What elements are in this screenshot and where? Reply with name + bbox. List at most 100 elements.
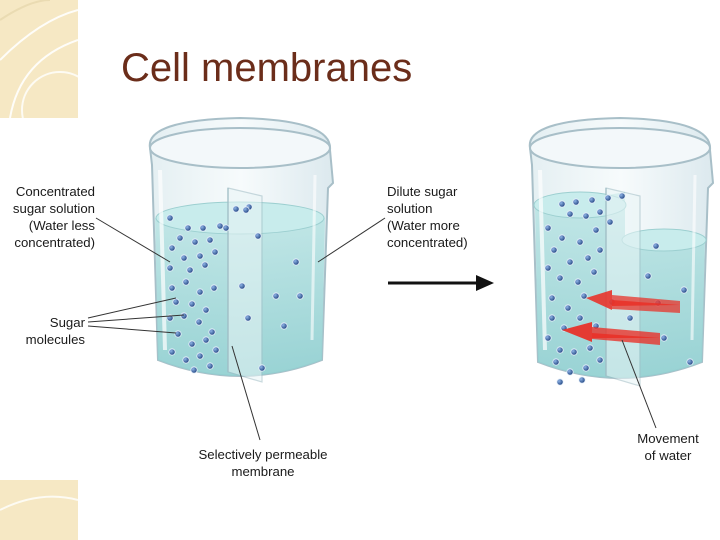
sugar-molecule	[208, 328, 216, 336]
sugar-molecule	[686, 358, 694, 366]
sugar-molecule	[582, 364, 590, 372]
sugar-molecule	[242, 206, 250, 214]
sugar-molecule	[572, 198, 580, 206]
sugar-molecule	[566, 210, 574, 218]
sugar-molecule	[188, 340, 196, 348]
slide-title: Cell membranes	[121, 46, 413, 90]
sugar-molecule	[258, 364, 266, 372]
beaker-left	[148, 116, 335, 383]
sugar-molecule	[582, 212, 590, 220]
sugar-molecule	[199, 224, 207, 232]
sugar-molecule	[558, 234, 566, 242]
sugar-molecule	[196, 252, 204, 260]
sugar-molecule	[206, 362, 214, 370]
sugar-molecule	[556, 378, 564, 386]
sugar-molecule	[652, 242, 660, 250]
sugar-molecule	[292, 258, 300, 266]
sugar-molecule	[174, 330, 182, 338]
sugar-molecule	[566, 368, 574, 376]
sugar-molecule	[558, 200, 566, 208]
sugar-molecule	[550, 246, 558, 254]
process-arrow	[388, 275, 494, 291]
sugar-molecule	[618, 192, 626, 200]
sugar-molecule	[584, 254, 592, 262]
sugar-molecule	[590, 268, 598, 276]
sugar-molecule	[604, 194, 612, 202]
sugar-molecule	[596, 246, 604, 254]
sugar-molecule	[190, 366, 198, 374]
sugar-molecule	[168, 284, 176, 292]
sugar-molecule	[202, 306, 210, 314]
sugar-molecule	[556, 346, 564, 354]
sugar-molecule	[576, 314, 584, 322]
sugar-molecule	[574, 278, 582, 286]
water-movement-arrows	[562, 290, 680, 345]
label-membrane: Selectively permeable membrane	[198, 447, 328, 479]
sugar-molecule	[548, 314, 556, 322]
sugar-molecule	[626, 314, 634, 322]
sugar-molecule	[644, 272, 652, 280]
sugar-molecule	[272, 292, 280, 300]
label-sugar-molecules: Sugar molecules	[25, 315, 85, 347]
label-concentrated-solution: Concentrated sugar solution (Water less …	[12, 184, 95, 250]
sugar-molecule	[244, 314, 252, 322]
sugar-molecule	[606, 218, 614, 226]
sugar-molecules	[166, 192, 694, 386]
sugar-molecule	[592, 226, 600, 234]
sugar-molecule	[196, 352, 204, 360]
sugar-molecule	[196, 288, 204, 296]
sugar-molecule	[172, 298, 180, 306]
sugar-molecule	[544, 264, 552, 272]
sugar-molecule	[168, 348, 176, 356]
sugar-molecule	[195, 318, 203, 326]
sugar-molecule	[182, 278, 190, 286]
sugar-molecule	[232, 205, 240, 213]
sugar-molecule	[180, 254, 188, 262]
sugar-molecule	[188, 300, 196, 308]
decorative-corner-tile-bottom	[0, 480, 78, 540]
sugar-molecule	[191, 238, 199, 246]
sugar-molecule	[222, 224, 230, 232]
sugar-molecule	[552, 358, 560, 366]
sugar-molecule	[201, 261, 209, 269]
sugar-molecule	[596, 208, 604, 216]
sugar-molecule	[570, 348, 578, 356]
sugar-molecule	[180, 312, 188, 320]
sugar-molecule	[211, 248, 219, 256]
sugar-molecule	[166, 264, 174, 272]
decorative-corner-tile-top	[0, 0, 78, 118]
sugar-molecule	[176, 234, 184, 242]
sugar-molecule	[206, 236, 214, 244]
sugar-molecule	[216, 222, 224, 230]
label-dilute-solution: Dilute sugar solution (Water more concen…	[387, 184, 468, 250]
sugar-molecule	[544, 224, 552, 232]
sugar-molecule	[210, 284, 218, 292]
label-movement-of-water: Movement of water	[637, 431, 699, 463]
sugar-molecule	[556, 274, 564, 282]
beaker-right	[528, 116, 715, 387]
sugar-molecule	[184, 224, 192, 232]
sugar-molecule	[280, 322, 288, 330]
sugar-molecule	[212, 346, 220, 354]
sugar-molecule	[166, 214, 174, 222]
sugar-molecule	[660, 334, 668, 342]
sugar-molecule	[186, 266, 194, 274]
sugar-molecule	[202, 336, 210, 344]
sugar-molecule	[564, 304, 572, 312]
sugar-molecule	[596, 356, 604, 364]
sugar-molecule	[168, 244, 176, 252]
sugar-molecule	[566, 258, 574, 266]
sugar-molecule	[586, 344, 594, 352]
sugar-molecule	[680, 286, 688, 294]
sugar-molecule	[548, 294, 556, 302]
sugar-molecule	[578, 376, 586, 384]
label-leader-lines	[87, 217, 657, 441]
sugar-molecule	[576, 238, 584, 246]
sugar-molecule	[182, 356, 190, 364]
sugar-molecule	[588, 196, 596, 204]
sugar-molecule	[580, 292, 588, 300]
sugar-molecule	[544, 334, 552, 342]
sugar-molecule	[296, 292, 304, 300]
sugar-molecule	[254, 232, 262, 240]
